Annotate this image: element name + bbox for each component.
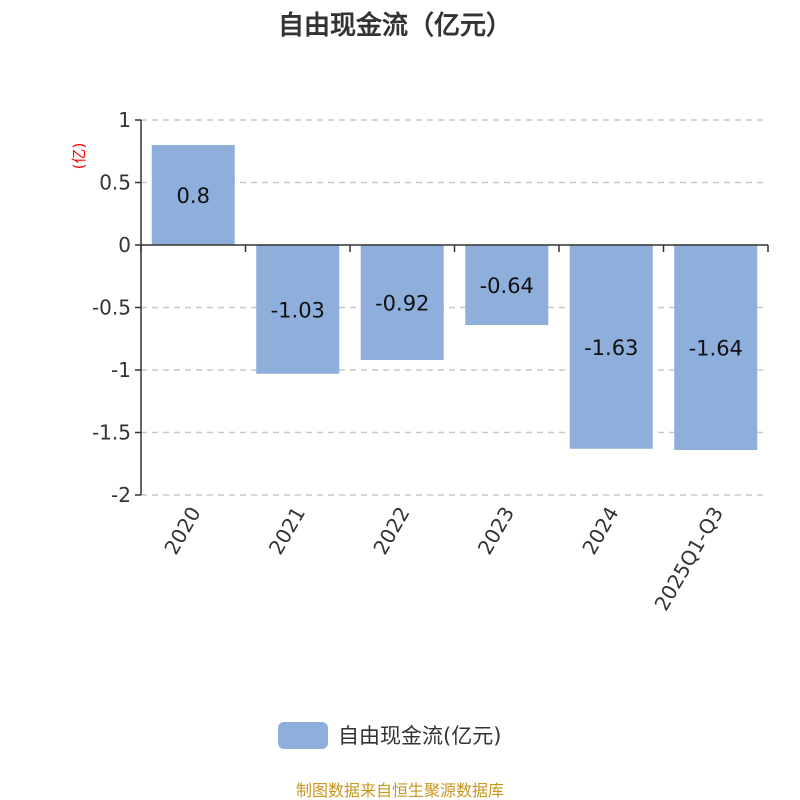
- x-tick-label: 2022: [368, 503, 414, 559]
- x-tick-label: 2024: [577, 503, 623, 559]
- y-tick-label: -1.5: [92, 421, 131, 445]
- data-label: -0.92: [375, 292, 429, 316]
- y-tick-label: -0.5: [92, 296, 131, 320]
- y-tick-label: -2: [111, 483, 131, 507]
- x-tick-label: 2020: [159, 503, 205, 559]
- y-tick-label: 0: [118, 233, 131, 257]
- y-tick-label: 0.5: [99, 171, 131, 195]
- chart-title: 自由现金流（亿元）: [278, 10, 512, 41]
- bar: [360, 245, 444, 360]
- data-label: -1.63: [584, 336, 638, 360]
- bar: [151, 145, 235, 245]
- bar: [465, 245, 549, 325]
- data-label: -0.64: [480, 274, 534, 298]
- legend-label[interactable]: 自由现金流(亿元): [338, 724, 501, 748]
- legend-swatch[interactable]: [278, 722, 328, 749]
- bar: [569, 245, 653, 449]
- footer-source: 制图数据来自恒生聚源数据库: [296, 781, 504, 800]
- data-label: -1.64: [689, 337, 743, 361]
- x-tick-label: 2021: [264, 503, 310, 559]
- bar: [256, 245, 340, 374]
- bar: [674, 245, 758, 450]
- data-label: -1.03: [271, 298, 325, 322]
- x-tick-label: 2025Q1-Q3: [649, 503, 728, 615]
- y-axis-label: (亿): [70, 143, 88, 170]
- x-tick-label: 2023: [473, 503, 519, 559]
- data-label: 0.8: [177, 184, 210, 208]
- y-tick-label: 1: [118, 108, 131, 132]
- y-tick-label: -1: [111, 358, 131, 382]
